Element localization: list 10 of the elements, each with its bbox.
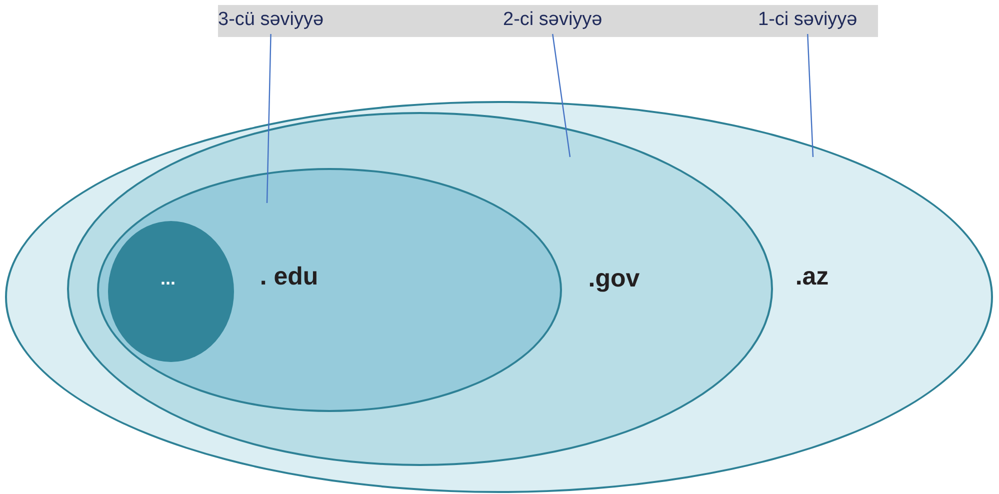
leader-line: [266, 34, 272, 204]
domain-label: .az: [795, 262, 829, 292]
domain-label: . edu: [260, 262, 318, 292]
level-label: 2-ci səviyyə: [503, 9, 602, 31]
domain-label: ...: [160, 268, 176, 290]
level-label: 3-cü səviyyə: [218, 9, 324, 31]
domain-label: .gov: [588, 264, 640, 294]
leader-line: [552, 34, 571, 158]
leader-line: [807, 34, 814, 158]
level-label: 1-ci səviyyə: [758, 9, 858, 31]
